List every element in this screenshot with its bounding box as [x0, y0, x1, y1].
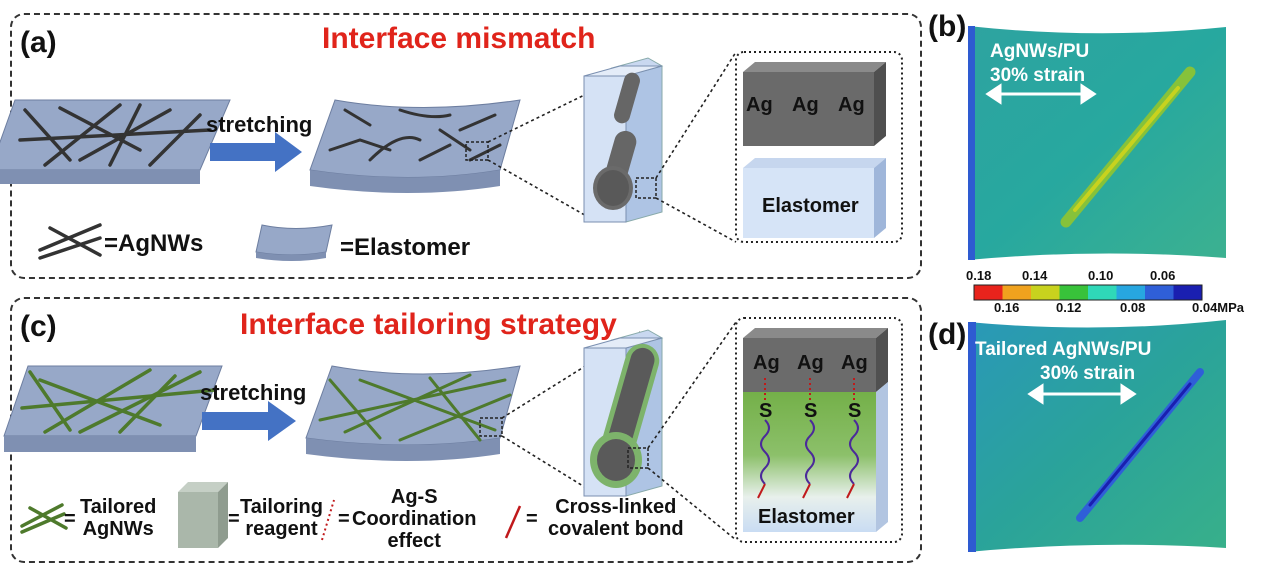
ag-block-a [743, 62, 886, 146]
panel-c-label: (c) [20, 310, 57, 343]
colorbar-bottom-tick-1: 0.16 [994, 300, 1020, 315]
s-label-c-1: S [759, 400, 773, 422]
legend-eq-1: = [64, 508, 76, 530]
legend-tailored-l1: Tailored [80, 496, 157, 518]
legend-eq-3: = [338, 508, 350, 530]
zoom-box-c2 [627, 447, 649, 469]
stretched-film-a [309, 99, 521, 193]
stretching-label-c: stretching [200, 380, 307, 405]
unstretched-film-a [0, 99, 231, 184]
s-label-c-3: S [848, 400, 862, 422]
legend-coord-l2: Coordination [352, 508, 477, 530]
legend-tailored-l2: AgNWs [82, 518, 154, 540]
colorbar-swatch [1145, 285, 1174, 300]
colorbar-swatch [1002, 285, 1032, 300]
colorbar-swatch [1173, 285, 1203, 300]
panel-b-text-l1: AgNWs/PU [990, 41, 1090, 62]
legend-coord-l1: Ag-S [390, 486, 438, 508]
ag-label-c-1: Ag [753, 352, 780, 374]
legend-elastomer-label-a: =Elastomer [340, 234, 471, 261]
colorbar-top-tick-2: 0.14 [1022, 268, 1048, 283]
legend-elastomer-icon-a [255, 224, 333, 261]
ag-label-c-2: Ag [797, 352, 824, 374]
legend-eq-2: = [228, 508, 240, 530]
elastomer-label-a: Elastomer [762, 195, 859, 217]
colorbar-swatch [1116, 285, 1146, 300]
agnw-network-a [18, 103, 212, 167]
ag-label-a-3: Ag [838, 94, 865, 116]
zoom-box-c [479, 417, 503, 437]
legend-bond-l1: Cross-linked [555, 496, 677, 518]
panel-a-label: (a) [20, 26, 57, 59]
zoom-box-a [465, 141, 489, 161]
zoom-lines-a [487, 63, 649, 219]
zoom-frame-a [735, 51, 903, 243]
panel-b-label: (b) [928, 10, 967, 43]
colorbar-swatch [1088, 285, 1117, 300]
legend-coordination-label: Ag-S Coordination effect [352, 486, 476, 552]
zoom-box-a2 [635, 177, 657, 199]
stretched-tailored-agnw-c [318, 373, 512, 442]
legend-eq-4: = [526, 508, 538, 530]
colorbar-swatch [1031, 285, 1060, 300]
broken-agnw-a [328, 108, 502, 162]
colorbar-bottom-tick-4: 0.04MPa [1192, 300, 1245, 315]
colorbar-swatch [974, 285, 1003, 300]
legend-reagent-l1: Tailoring [240, 496, 323, 518]
colorbar-frame [973, 284, 1203, 301]
stretch-arrow-a [210, 132, 302, 172]
panel-c-title: Interface tailoring strategy [240, 308, 617, 341]
legend-reagent-icon [178, 482, 228, 548]
ag-label-a-1: Ag [746, 94, 773, 116]
legend-reagent-label: Tailoring reagent [240, 496, 323, 540]
colorbar-swatch [1059, 285, 1089, 300]
colorbar-bottom-tick-3: 0.08 [1120, 300, 1146, 315]
stretch-arrow-c [202, 401, 296, 441]
panel-d-label: (d) [928, 318, 967, 351]
colorbar-swatches [973, 284, 1203, 301]
legend-bond-label: Cross-linked covalent bond [548, 496, 684, 540]
panel-d-text-l2: 30% strain [1040, 363, 1136, 384]
colorbar-bottom-tick-2: 0.12 [1056, 300, 1082, 315]
strain-arrow-b [985, 83, 1097, 105]
panel-a-title: Interface mismatch [322, 22, 596, 55]
tailored-agnw-network-c [20, 368, 217, 434]
elastomer-block-a [743, 158, 886, 238]
panel-d-text-l1: Tailored AgNWs/PU [975, 339, 1152, 360]
ag-label-a-2: Ag [792, 94, 819, 116]
legend-tailored-agnws-icon [20, 503, 68, 534]
legend-tailored-agnws-label: Tailored AgNWs [80, 496, 156, 540]
colorbar-top-tick-4: 0.06 [1150, 268, 1176, 283]
stretching-label-a: stretching [206, 112, 313, 137]
legend-agnws-icon-a [38, 223, 102, 260]
ag-label-c-3: Ag [841, 352, 868, 374]
legend-agnws-label-a: =AgNWs [104, 230, 204, 257]
legend-coordination-icon [321, 499, 335, 541]
cross-section-a [583, 57, 664, 223]
s-label-c-2: S [804, 400, 818, 422]
legend-bond-icon [504, 505, 522, 539]
zoom-lines-c [501, 331, 641, 495]
cross-section-c [583, 329, 664, 497]
interface-block-c [743, 328, 888, 532]
polymer-chains-c [760, 419, 859, 485]
crosslinks-c [757, 483, 855, 499]
unstretched-film-c [3, 365, 223, 452]
legend-coord-l3: effect [387, 530, 441, 552]
colorbar-top-tick-1: 0.18 [966, 268, 992, 283]
strain-arrow-d [1027, 383, 1137, 405]
elastomer-label-c: Elastomer [758, 506, 855, 528]
legend-bond-l2: covalent bond [548, 518, 684, 540]
zoom-frame-c [735, 317, 903, 543]
ag-s-bonds-c [764, 378, 855, 400]
stretched-film-c [305, 365, 521, 461]
panel-b-text-l2: 30% strain [990, 65, 1086, 86]
legend-reagent-l2: reagent [245, 518, 318, 540]
colorbar-top-tick-3: 0.10 [1088, 268, 1114, 283]
